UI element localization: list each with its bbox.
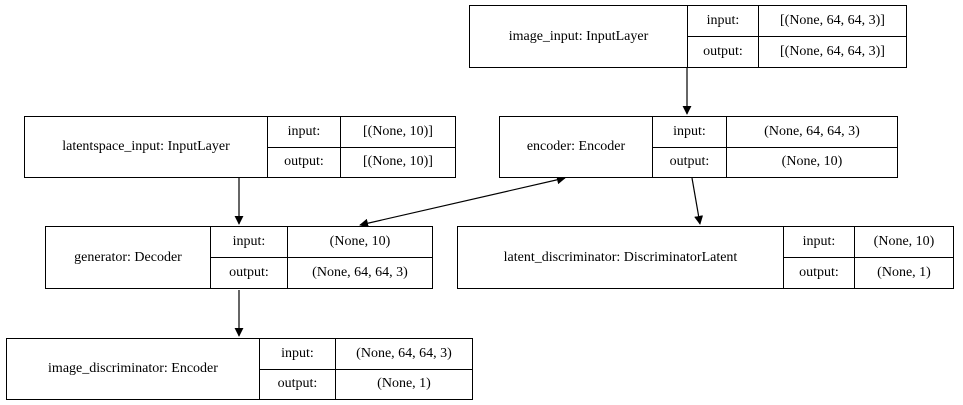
node-image-input: image_input: InputLayer input: [(None, 6…	[469, 5, 907, 68]
input-label: input:	[653, 117, 727, 147]
node-io-table: input: (None, 64, 64, 3) output: (None, …	[653, 117, 897, 177]
input-label: input:	[784, 227, 855, 257]
output-label: output:	[784, 258, 855, 288]
node-latentspace-input: latentspace_input: InputLayer input: [(N…	[24, 116, 456, 178]
edge-encoder-to-latent-discriminator	[691, 177, 704, 225]
node-name: image_discriminator: Encoder	[7, 339, 260, 399]
node-io-table: input: [(None, 64, 64, 3)] output: [(Non…	[688, 6, 906, 67]
node-io-table: input: (None, 64, 64, 3) output: (None, …	[260, 339, 472, 399]
output-row: output: (None, 1)	[784, 257, 953, 288]
output-row: output: (None, 64, 64, 3)	[211, 257, 432, 288]
input-value: (None, 10)	[329, 234, 391, 249]
output-value: (None, 10)	[781, 154, 843, 170]
output-value: [(None, 64, 64, 3)]	[780, 44, 885, 59]
node-name: latentspace_input: InputLayer	[25, 117, 268, 177]
node-name: encoder: Encoder	[500, 117, 653, 177]
input-row: input: (None, 10)	[211, 227, 432, 257]
input-value: (None, 64, 64, 3)	[764, 123, 860, 139]
input-row: input: [(None, 10)]	[268, 117, 455, 147]
input-label: input:	[268, 117, 341, 147]
node-io-table: input: (None, 10) output: (None, 64, 64,…	[211, 227, 432, 288]
output-value: (None, 1)	[377, 376, 431, 392]
output-label: output:	[653, 147, 727, 177]
node-name: generator: Decoder	[46, 227, 211, 288]
node-encoder: encoder: Encoder input: (None, 64, 64, 3…	[499, 116, 898, 178]
output-value: [(None, 10)]	[363, 154, 433, 170]
node-io-table: input: [(None, 10)] output: [(None, 10)]	[268, 117, 455, 177]
output-label: output:	[211, 258, 288, 288]
node-io-table: input: (None, 10) output: (None, 1)	[784, 227, 953, 288]
input-value: (None, 10)	[873, 234, 935, 249]
input-row: input: (None, 64, 64, 3)	[653, 117, 897, 147]
input-value: [(None, 64, 64, 3)]	[780, 13, 885, 28]
input-row: input: (None, 64, 64, 3)	[260, 339, 472, 369]
output-label: output:	[260, 369, 336, 399]
output-row: output: [(None, 10)]	[268, 146, 455, 177]
node-latent-discriminator: latent_discriminator: DiscriminatorLaten…	[457, 226, 954, 289]
input-value: [(None, 10)]	[363, 123, 433, 139]
node-generator: generator: Decoder input: (None, 10) out…	[45, 226, 433, 289]
node-name: image_input: InputLayer	[470, 6, 688, 67]
node-name: latent_discriminator: DiscriminatorLaten…	[458, 227, 784, 288]
node-image-discriminator: image_discriminator: Encoder input: (Non…	[6, 338, 473, 400]
input-label: input:	[211, 227, 288, 257]
input-row: input: [(None, 64, 64, 3)]	[688, 6, 906, 36]
edge-encoder-generator-bidirectional	[359, 175, 566, 228]
output-label: output:	[268, 147, 341, 177]
output-row: output: (None, 1)	[260, 368, 472, 399]
output-row: output: [(None, 64, 64, 3)]	[688, 36, 906, 67]
output-row: output: (None, 10)	[653, 146, 897, 177]
output-value: (None, 64, 64, 3)	[312, 265, 408, 280]
output-label: output:	[688, 37, 759, 67]
input-row: input: (None, 10)	[784, 227, 953, 257]
output-value: (None, 1)	[877, 265, 931, 280]
input-value: (None, 64, 64, 3)	[356, 345, 452, 361]
input-label: input:	[688, 6, 759, 36]
input-label: input:	[260, 339, 336, 369]
